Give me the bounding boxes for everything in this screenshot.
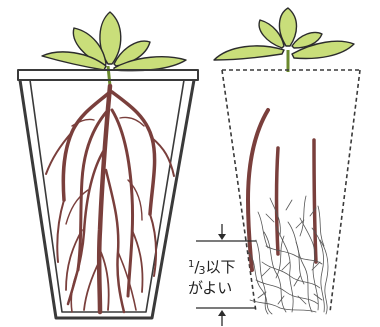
annotation-line-1: 1/3以下 — [188, 258, 232, 279]
one-third-annotation: 1/3以下 がよい — [188, 258, 232, 298]
fraction-denominator: 3 — [198, 264, 205, 277]
fraction-numerator: 1 — [188, 259, 194, 270]
annotation-line-2: がよい — [188, 279, 232, 298]
right-leaf-left — [214, 46, 284, 60]
annotation-line-1-text: 以下 — [205, 258, 235, 276]
right-seedling-leaves — [214, 8, 354, 60]
right-taproots — [248, 110, 316, 270]
right-soil-outline — [222, 70, 360, 312]
left-seedling-leaves — [42, 12, 186, 71]
left-root-system — [46, 86, 174, 312]
